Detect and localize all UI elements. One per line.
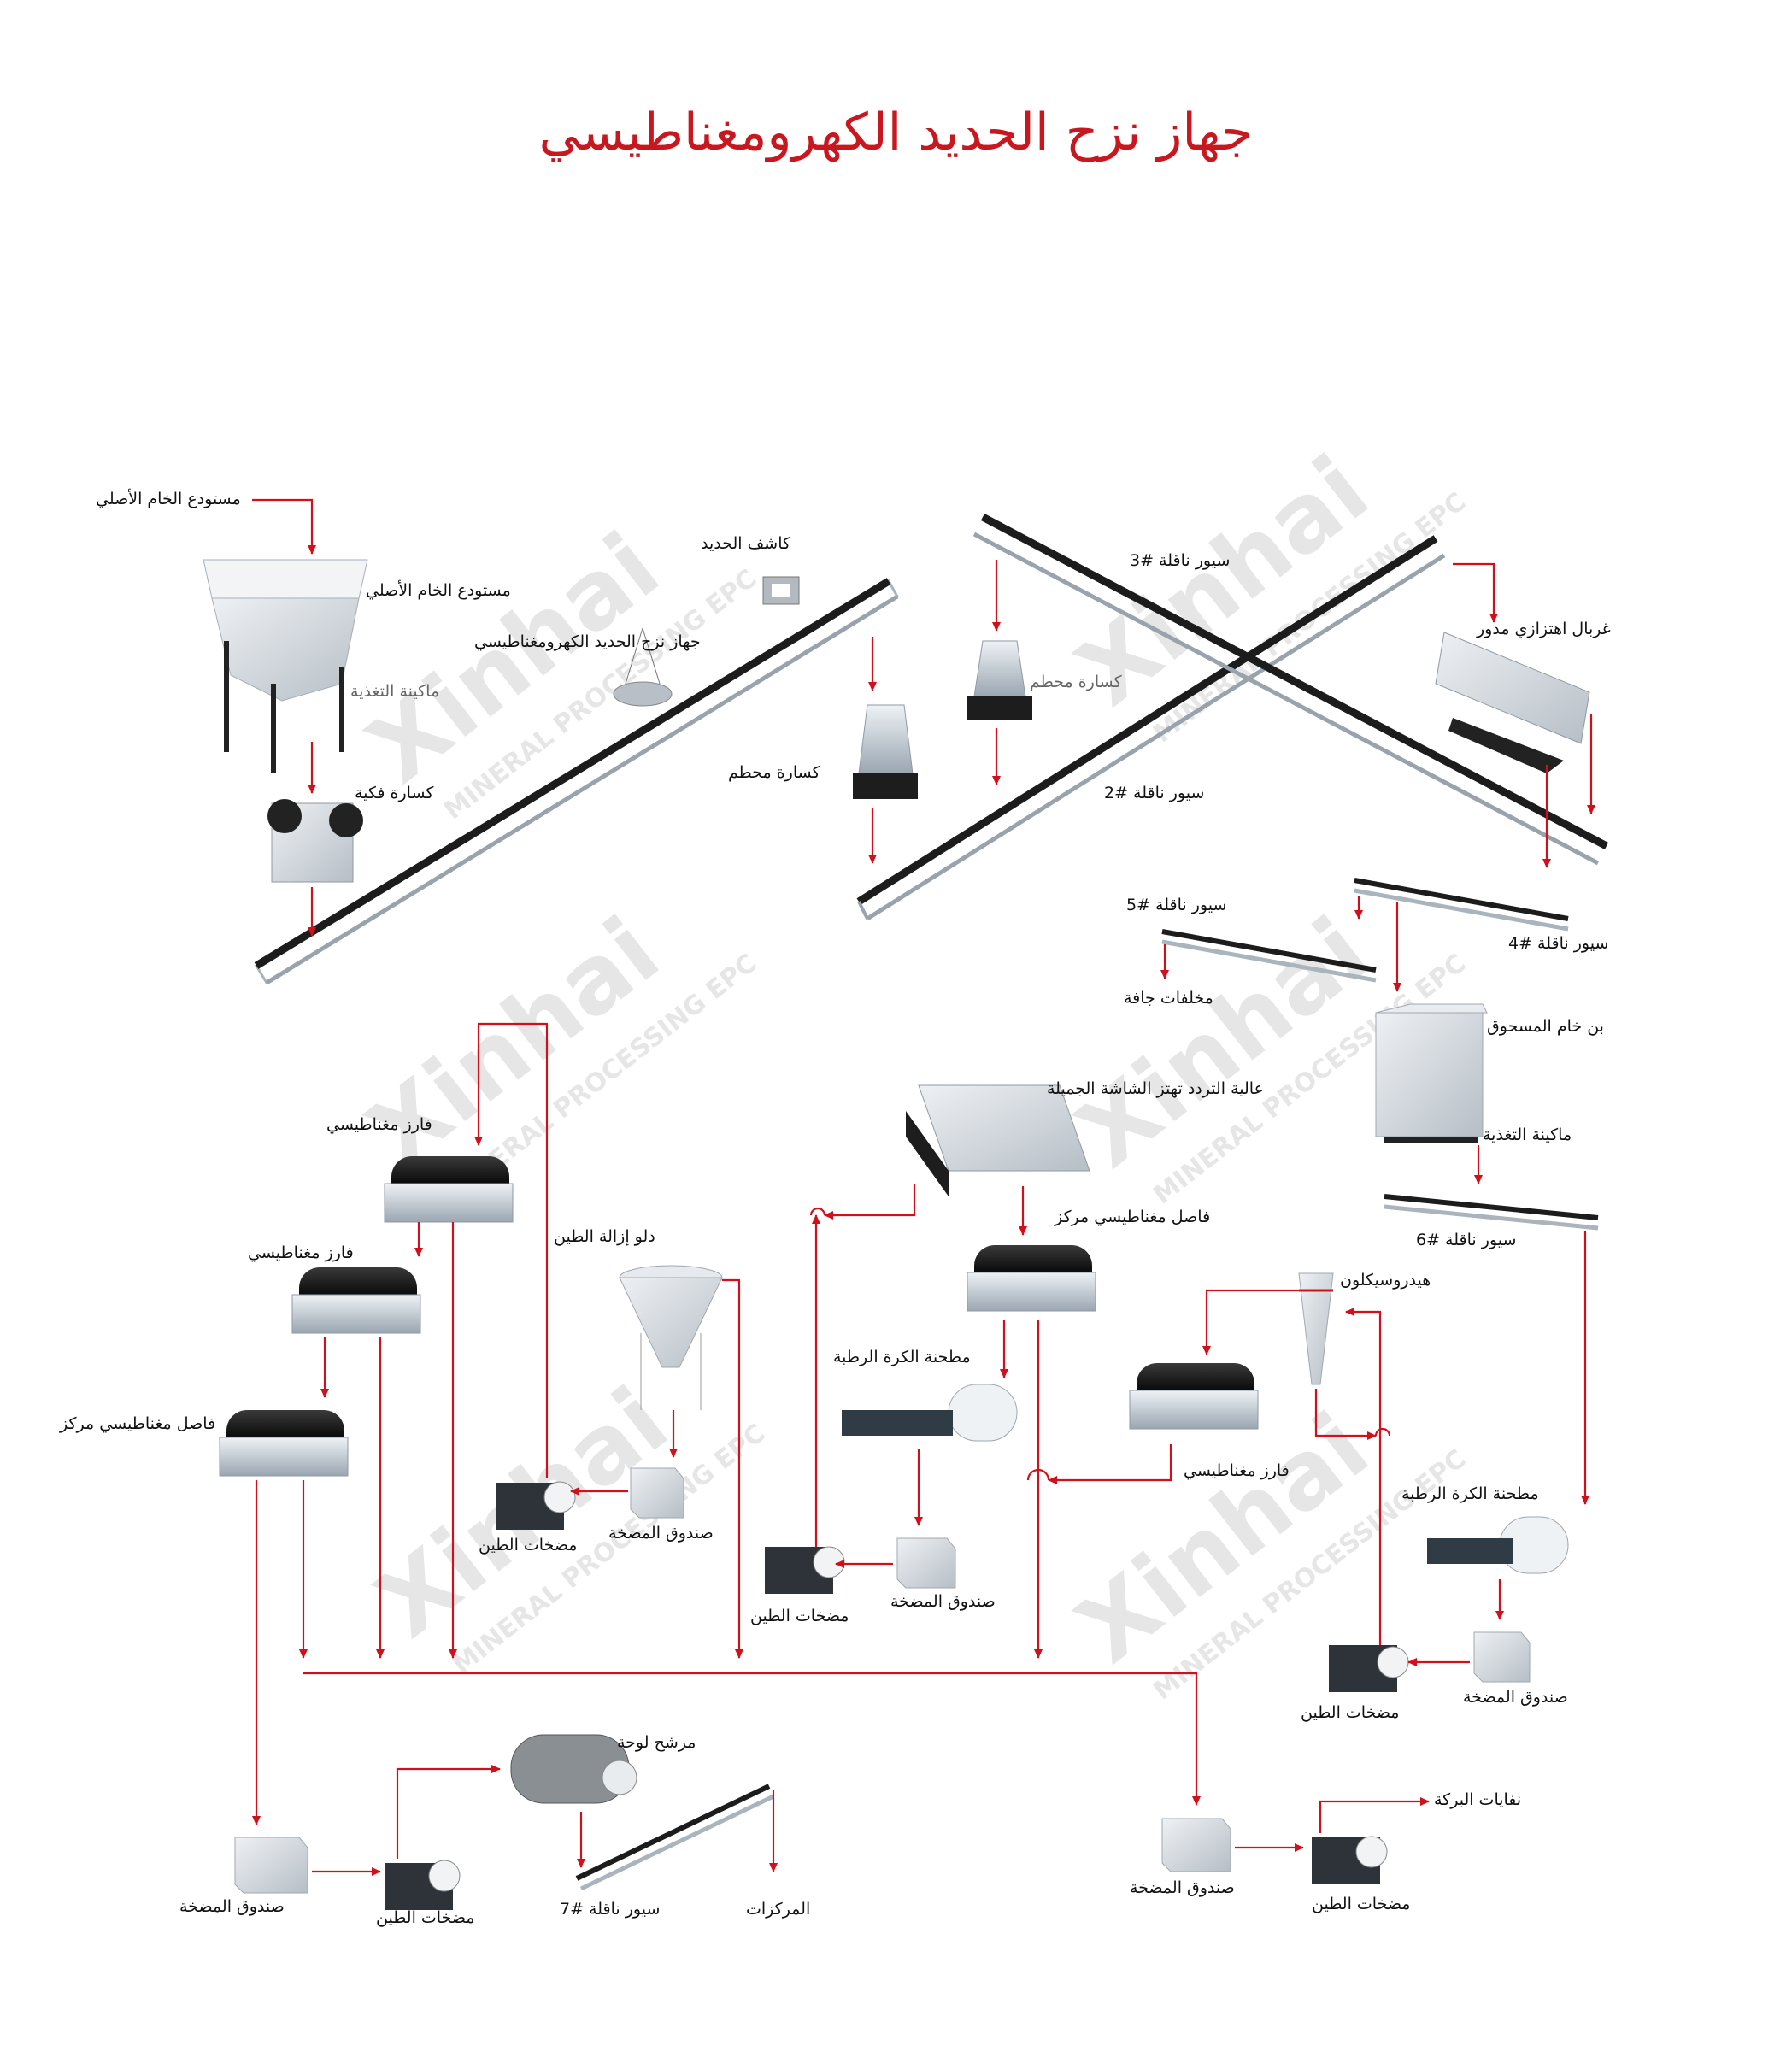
label-wet-ball-mill-1: مطحنة الكرة الرطبة [833,1348,971,1366]
slurry-pump-2 [765,1546,845,1594]
flow-pump4-to-filter [396,1765,501,1859]
pump-box-2 [896,1537,956,1589]
powder-bin [1375,1003,1488,1143]
iron-detector [762,576,800,605]
conveyor-5 [1161,929,1377,983]
label-hydrocyclone: هيدروسيكلون [1340,1271,1431,1290]
flow-pump5-to-pond [1319,1797,1430,1833]
label-jaw-crusher: كسارة فكية [355,784,434,802]
conveyor-2 [856,535,1446,921]
label-cone-crusher-1: كسارة محطم [728,763,820,782]
mag-concentrator-left [219,1410,349,1477]
label-mag-sep-1: فارز مغناطيسي [326,1115,432,1134]
mag-concentrator-mid [967,1245,1096,1312]
flow-lines [252,498,1595,1876]
label-conveyor-4: سيور ناقلة #4 [1508,934,1609,953]
hf-fine-screen [906,1084,1090,1196]
flow-pump1-to-sep1 [474,1022,549,1478]
mag-sep-2 [291,1267,421,1334]
label-desliming-bucket: دلو إزالة الطين [554,1227,655,1246]
label-mag-sep-3: فارز مغناطيسي [1184,1461,1290,1480]
raw-ore-bin [203,559,368,773]
flow-desliming-overflow [722,1278,743,1659]
label-mag-sep-2: فارز مغناطيسي [248,1243,354,1262]
conveyor-3 [972,514,1609,866]
label-raw-ore-bin: مستودع الخام الأصلي [366,581,511,600]
label-vibrating-screen: غربال اهتزازي مدور [1477,620,1611,638]
label-raw-ore-top: مستودع الخام الأصلي [96,490,241,508]
label-dry-tailings: مخلفات جافة [1124,989,1213,1008]
flow-screen-to-desliming [824,1184,916,1220]
label-slurry-pump-5: مضخات الطين [1312,1895,1411,1913]
pump-box-4 [234,1837,308,1894]
label-wet-ball-mill-2: مطحنة الكرة الرطبة [1401,1484,1539,1503]
label-pond-tailings: نفايات البركة [1434,1790,1522,1809]
slurry-pump-1 [496,1481,576,1530]
label-mag-concentrator-left: فاصل مغناطيسي مركز [60,1414,216,1433]
label-slurry-pump-3: مضخات الطين [1301,1703,1400,1722]
flow-hydro-to-sep3 [1202,1289,1299,1355]
flow-crossover [809,1207,826,1216]
flow-pump3-to-hydro [1345,1308,1382,1645]
flow-hydro-to-mill2 [1314,1389,1377,1440]
electromagnetic-separator [613,627,673,707]
slurry-pump-3 [1329,1645,1409,1692]
mag-sep-1 [384,1156,514,1223]
label-conveyor-2: سيور ناقلة #2 [1104,784,1205,802]
label-pump-box-1: صندوق المضخة [608,1524,714,1543]
slurry-pump-4 [385,1860,461,1910]
label-pump-box-2: صندوق المضخة [890,1592,996,1611]
conveyor-4 [1354,878,1569,932]
label-hf-screen: عالية التردد تهتز الشاشة الجميلة [1047,1079,1264,1098]
label-feeder-2: ماكينة التغذية [1483,1125,1572,1144]
flow-hydro-overflow [1374,1427,1391,1437]
label-concentrates: المركزات [746,1900,811,1919]
pump-box-3 [1473,1631,1531,1683]
plate-filter [510,1734,637,1804]
label-feeder-1: ماكينة التغذية [350,682,440,701]
conveyor-6 [1384,1194,1599,1231]
label-powder-bin: بن خام المسحوق [1487,1017,1604,1036]
desliming-bucket [619,1265,723,1410]
wet-ball-mill-1 [842,1384,1018,1442]
conveyor-1 [254,578,900,985]
pump-box-5 [1161,1818,1231,1872]
flow-crossover-2 [1026,1468,1050,1481]
page-title: جهاز نزح الحديد الكهرومغناطيسي [538,103,1254,162]
label-slurry-pump-2: مضخات الطين [750,1607,849,1625]
vibrating-screen [1435,632,1590,773]
label-electromagnetic: جهاز نزح الحديد الكهرومغناطيسي [474,632,701,651]
label-mag-concentrator-mid: فاصل مغناطيسي مركز [1055,1208,1211,1226]
label-iron-detector: كاشف الحديد [701,534,791,553]
flow-sep3-to-box2 [1048,1444,1172,1484]
slurry-pump-5 [1312,1836,1388,1884]
cone-crusher-1 [853,704,918,799]
label-conveyor-6: سيور ناقلة #6 [1416,1231,1517,1249]
hydrocyclone [1298,1272,1334,1385]
flow-conv3-to-screen [1453,562,1498,623]
label-plate-filter: مرشح لوحة [617,1733,696,1752]
jaw-crusher [267,799,363,883]
label-cone-crusher-2: كسارة محطم [1030,673,1122,691]
label-pump-box-4: صندوق المضخة [179,1897,285,1916]
label-conveyor-3: سيور ناقلة #3 [1130,551,1231,570]
cone-crusher-2 [967,640,1032,720]
pump-box-1 [630,1467,684,1519]
label-slurry-pump-4: مضخات الطين [376,1908,475,1927]
conveyor-7 [575,1784,775,1891]
label-pump-box-5: صندوق المضخة [1130,1878,1235,1897]
label-conveyor-5: سيور ناقلة #5 [1126,896,1227,914]
label-conveyor-7: سيور ناقلة #7 [560,1900,661,1919]
wet-ball-mill-2 [1427,1516,1569,1574]
flow-tailings-collector [303,1672,1201,1806]
flow-raw-to-bin [252,498,316,555]
label-slurry-pump-1: مضخات الطين [479,1536,578,1555]
label-pump-box-3: صندوق المضخة [1463,1688,1568,1707]
mag-sep-3 [1129,1363,1259,1430]
